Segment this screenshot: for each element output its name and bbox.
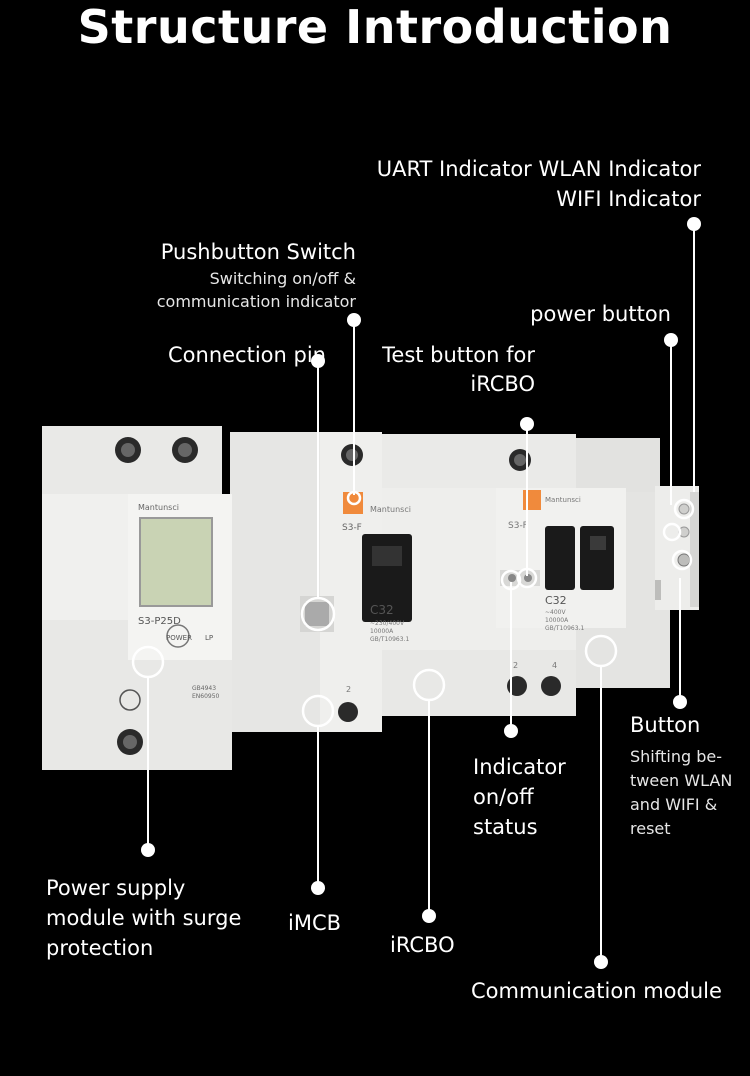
- svg-text:C32: C32: [370, 603, 394, 617]
- marker-ring: [584, 634, 618, 668]
- svg-text:4: 4: [552, 661, 557, 670]
- label-indicator-3: status: [473, 815, 538, 839]
- leader-lines: [147, 224, 695, 962]
- svg-text:~230/400V: ~230/400V: [370, 620, 405, 627]
- label-power-supply-1: Power supply: [46, 876, 186, 900]
- marker-ring: [131, 645, 165, 679]
- label-wifi-indicator: WIFI Indicator: [556, 187, 701, 211]
- reset-button-icon: [677, 553, 691, 567]
- svg-text:GB/T10963.1: GB/T10963.1: [370, 636, 409, 643]
- svg-text:10000A: 10000A: [370, 628, 394, 635]
- svg-text:Mantunsci: Mantunsci: [370, 505, 411, 514]
- ircbo-device: S3-F C32 ~400V 10000A GB/T10963.1 Mantun…: [376, 434, 626, 716]
- label-button-sub-3: and WIFI &: [630, 795, 718, 814]
- svg-text:Mantunsci: Mantunsci: [138, 503, 179, 512]
- marker-dot: [347, 313, 361, 327]
- marker-dot: [687, 217, 701, 231]
- marker-dot: [664, 333, 678, 347]
- power-indicator-icon: [166, 624, 190, 648]
- leader-rings: [131, 490, 695, 728]
- ircbo-toggle-2: [580, 526, 614, 590]
- test-button-orange: [523, 490, 541, 510]
- label-button-sub-2: tween WLAN: [630, 771, 733, 790]
- marker-dot: [311, 881, 325, 895]
- svg-text:GB4943: GB4943: [192, 685, 216, 692]
- marker-ring: [673, 498, 695, 520]
- svg-text:S3-P25D: S3-P25D: [138, 616, 181, 627]
- label-test-button-2: iRCBO: [470, 372, 535, 396]
- marker-ring: [516, 567, 538, 589]
- marker-ring: [662, 522, 682, 542]
- svg-text:LP: LP: [205, 634, 213, 642]
- label-power-supply-3: protection: [46, 936, 154, 960]
- svg-text:2: 2: [346, 685, 351, 694]
- label-button: Button: [630, 713, 701, 737]
- marker-ring: [300, 596, 336, 632]
- label-pushbutton-switch: Pushbutton Switch: [160, 240, 356, 264]
- label-button-sub-4: reset: [630, 819, 671, 838]
- svg-text:10000A: 10000A: [545, 617, 569, 624]
- svg-text:C32: C32: [545, 594, 567, 607]
- label-ircbo: iRCBO: [390, 933, 455, 957]
- power-supply-device: Mantunsci S3-P25D POWER LP GB4943 EN6095…: [42, 426, 232, 770]
- marker-dot: [311, 354, 325, 368]
- marker-dot: [141, 843, 155, 857]
- label-connection-pin: Connection pin: [168, 343, 326, 367]
- marker-ring: [412, 668, 446, 702]
- label-test-button-1: Test button for: [382, 343, 535, 367]
- svg-text:GB/T10963.1: GB/T10963.1: [545, 625, 584, 632]
- marker-ring: [301, 694, 335, 728]
- marker-ring: [671, 549, 693, 571]
- marker-dot: [594, 955, 608, 969]
- marker-ring: [346, 490, 362, 506]
- label-power-supply-2: module with surge: [46, 906, 242, 930]
- marker-dot: [422, 909, 436, 923]
- marker-dot: [504, 724, 518, 738]
- marker-ring: [500, 569, 522, 591]
- uart-indicator-icon: [678, 503, 690, 515]
- marker-dot: [673, 695, 687, 709]
- lcd-display: [139, 517, 213, 607]
- label-communication-module: Communication module: [471, 979, 722, 1003]
- svg-text:POWER: POWER: [166, 634, 192, 642]
- ground-icon: [119, 689, 141, 711]
- label-imcb: iMCB: [288, 911, 342, 935]
- ircbo-toggle-1: [545, 526, 575, 590]
- svg-text:Mantunsci: Mantunsci: [545, 496, 581, 504]
- svg-text:S3-F: S3-F: [508, 521, 528, 531]
- svg-text:~400V: ~400V: [545, 609, 566, 616]
- svg-text:2: 2: [513, 661, 518, 670]
- label-uart-wlan-indicator: UART Indicator WLAN Indicator: [376, 157, 701, 181]
- label-indicator-2: on/off: [473, 785, 534, 809]
- leader-dots: [141, 217, 701, 969]
- label-button-sub-1: Shifting be-: [630, 747, 722, 766]
- svg-text:S3-F: S3-F: [342, 523, 362, 533]
- svg-text:EN60950: EN60950: [192, 693, 220, 700]
- label-pushbutton-sub-1: Switching on/off &: [209, 269, 356, 288]
- page-title: Structure Introduction: [77, 0, 673, 54]
- marker-dot: [520, 417, 534, 431]
- label-indicator-1: Indicator: [473, 755, 566, 779]
- label-pushbutton-sub-2: communication indicator: [156, 292, 356, 311]
- label-power-button: power button: [530, 302, 671, 326]
